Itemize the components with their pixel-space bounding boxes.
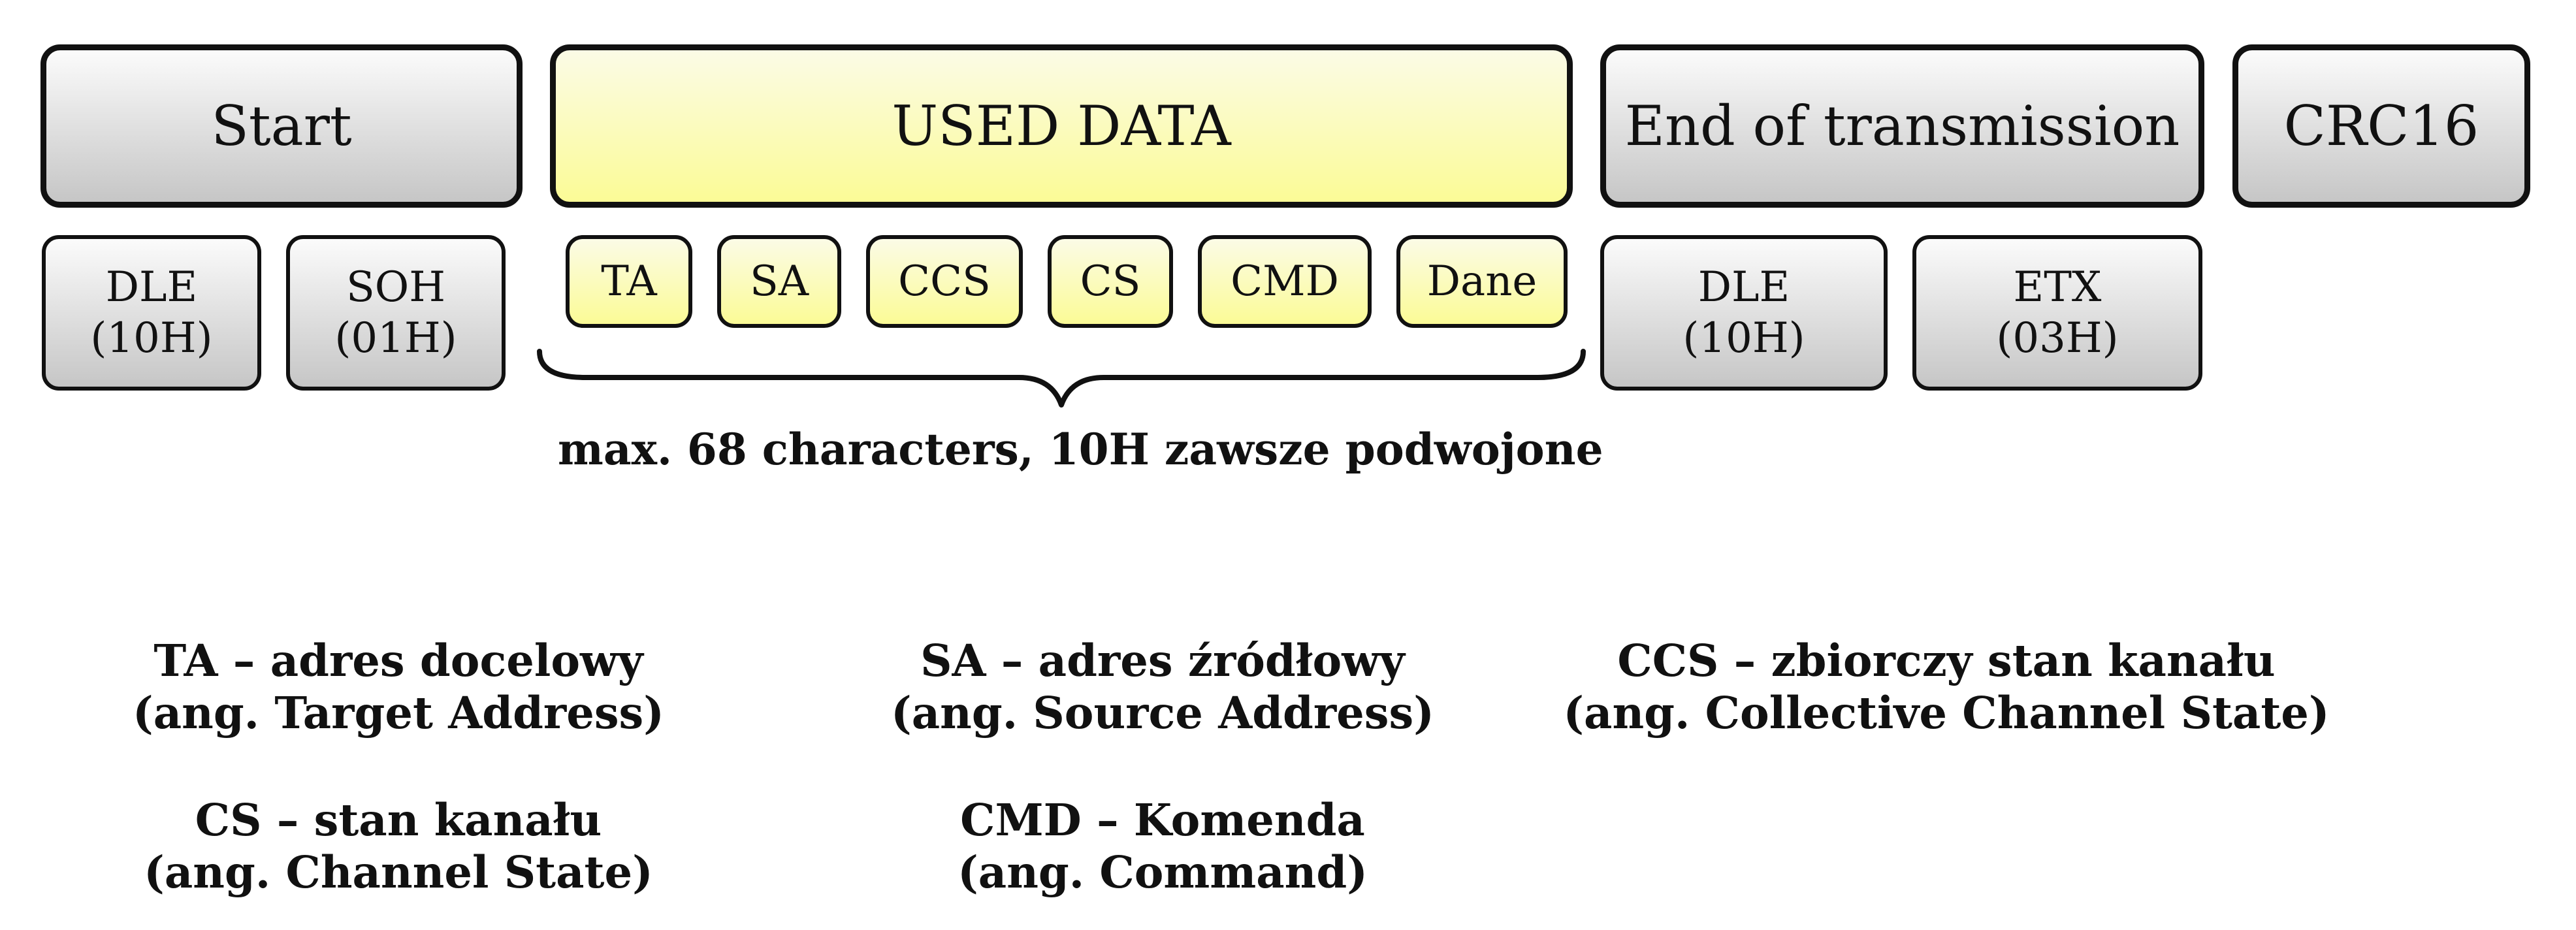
dle-start-name: DLE xyxy=(105,263,198,312)
ta-field: TA xyxy=(566,235,692,328)
etx-name: ETX xyxy=(2013,263,2102,312)
legend-ta-english: (ang. Target Address) xyxy=(133,687,664,739)
dane-label: Dane xyxy=(1426,257,1538,306)
cs-label: CS xyxy=(1080,257,1141,306)
legend-cmd-english: (ang. Command) xyxy=(958,846,1368,898)
crc16-label: CRC16 xyxy=(2283,94,2479,158)
etx-field: ETX(03H) xyxy=(1912,235,2202,391)
dle-start-code: (10H) xyxy=(90,314,213,362)
ta-label: TA xyxy=(601,257,657,306)
dle-end-name: DLE xyxy=(1698,263,1790,312)
start-section: Start xyxy=(40,44,523,208)
legend-ccs-title: CCS – zbiorczy stan kanału xyxy=(1617,635,2276,686)
cmd-label: CMD xyxy=(1231,257,1339,306)
legend-sa-title: SA – adres źródłowy xyxy=(920,635,1405,686)
sa-label: SA xyxy=(749,257,809,306)
etx-code: (03H) xyxy=(1996,314,2119,362)
ccs-label: CCS xyxy=(898,257,991,306)
legend-sa-english: (ang. Source Address) xyxy=(891,687,1434,739)
dle-start-field: DLE(10H) xyxy=(42,235,261,391)
legend-sa: SA – adres źródłowy (ang. Source Address… xyxy=(869,635,1457,739)
legend-cs-title: CS – stan kanału xyxy=(195,794,602,846)
ccs-field: CCS xyxy=(866,235,1023,328)
crc16-section: CRC16 xyxy=(2232,44,2530,208)
used-data-label: USED DATA xyxy=(892,94,1231,158)
soh-name: SOH xyxy=(346,263,446,312)
legend-ta-title: TA – adres docelowy xyxy=(153,635,643,686)
dle-end-code: (10H) xyxy=(1682,314,1805,362)
start-label: Start xyxy=(211,94,352,158)
legend-cs-english: (ang. Channel State) xyxy=(144,846,653,898)
soh-field: SOH(01H) xyxy=(286,235,506,391)
dle-end-field: DLE(10H) xyxy=(1600,235,1888,391)
legend-cmd-title: CMD – Komenda xyxy=(960,794,1365,846)
end-of-transmission-label: End of transmission xyxy=(1624,94,2180,158)
sa-field: SA xyxy=(717,235,841,328)
curly-brace xyxy=(537,349,1586,408)
legend-cmd: CMD – Komenda (ang. Command) xyxy=(869,794,1457,899)
legend-ccs: CCS – zbiorczy stan kanału (ang. Collect… xyxy=(1554,635,2338,739)
end-of-transmission-section: End of transmission xyxy=(1600,44,2204,208)
used-data-section: USED DATA xyxy=(550,44,1573,208)
dane-field: Dane xyxy=(1396,235,1568,328)
soh-code: (01H) xyxy=(334,314,457,362)
brace-note: max. 68 characters, 10H zawsze podwojone xyxy=(558,424,1603,475)
legend-ta: TA – adres docelowy (ang. Target Address… xyxy=(111,635,686,739)
cmd-field: CMD xyxy=(1198,235,1372,328)
legend-ccs-english: (ang. Collective Channel State) xyxy=(1563,687,2330,739)
cs-field: CS xyxy=(1048,235,1173,328)
legend-cs: CS – stan kanału (ang. Channel State) xyxy=(111,794,686,899)
